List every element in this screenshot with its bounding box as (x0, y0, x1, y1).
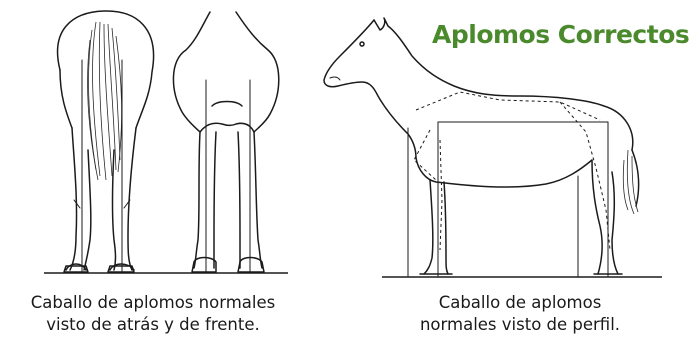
caption-rear-front: Caballo de aplomos normales visto de atr… (0, 292, 306, 336)
caption-rear-front-line-1: Caballo de aplomos normales (0, 292, 306, 314)
caption-profile-line-2: normales visto de perfil. (370, 314, 670, 336)
caption-profile-line-1: Caballo de aplomos (370, 292, 670, 314)
horse-front-view (173, 12, 278, 272)
caption-profile: Caballo de aplomos normales visto de per… (370, 292, 670, 336)
caption-rear-front-line-2: visto de atrás y de frente. (0, 314, 306, 336)
horse-profile-view (324, 18, 639, 276)
horse-rear-view (58, 11, 154, 272)
diagram-title: Aplomos Correctos (432, 20, 692, 49)
